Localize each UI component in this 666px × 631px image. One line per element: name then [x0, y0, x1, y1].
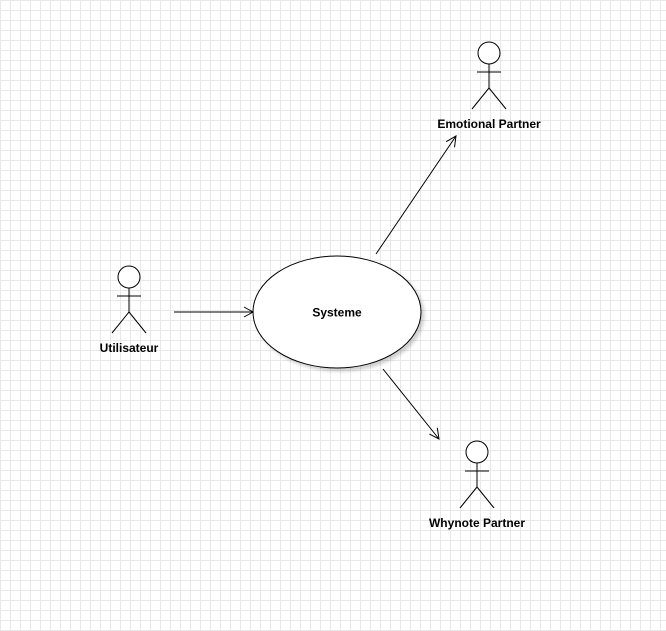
- association-systeme-emotional[interactable]: [375, 135, 457, 255]
- system-label: Systeme: [312, 306, 362, 320]
- actor-label: Whynote Partner: [429, 516, 525, 530]
- association-utilisateur-systeme[interactable]: [174, 306, 255, 318]
- stick-figure-icon: [459, 440, 495, 509]
- actor-utilisateur[interactable]: Utilisateur: [100, 265, 159, 355]
- system-use-case[interactable]: Systeme: [252, 255, 422, 369]
- association-systeme-whynote[interactable]: [382, 368, 440, 440]
- actor-label: Utilisateur: [100, 341, 159, 355]
- stick-figure-icon: [111, 265, 147, 334]
- arrowhead-icon: [445, 135, 457, 148]
- arrowhead-icon: [429, 427, 440, 440]
- stick-figure-icon: [471, 41, 507, 110]
- actor-whynote-partner[interactable]: Whynote Partner: [429, 440, 525, 530]
- arrowhead-icon: [243, 306, 255, 318]
- actor-label: Emotional Partner: [437, 117, 541, 131]
- actor-emotional-partner[interactable]: Emotional Partner: [437, 41, 541, 131]
